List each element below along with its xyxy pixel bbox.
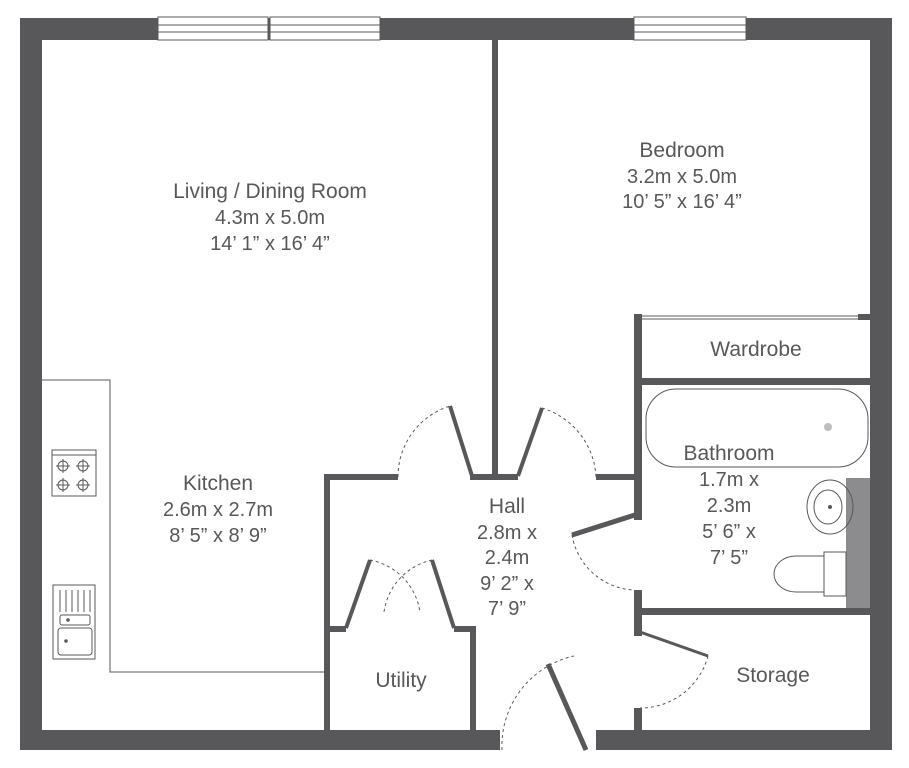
window-bedroom bbox=[633, 16, 747, 41]
kitchen-imperial: 8’ 5” x 8’ 9” bbox=[169, 525, 266, 547]
bedroom-name: Bedroom bbox=[639, 139, 724, 162]
window-living-right bbox=[269, 16, 381, 41]
bathroom-fittings bbox=[645, 388, 870, 608]
wall-top bbox=[20, 18, 892, 40]
hall-metric-1: 2.8m x bbox=[477, 522, 537, 544]
kitchen-counter bbox=[42, 379, 324, 673]
wardrobe-name: Wardrobe bbox=[710, 338, 801, 361]
door-utility-left-swing bbox=[369, 559, 421, 613]
toilet-icon bbox=[773, 551, 847, 597]
door-entrance bbox=[545, 662, 589, 752]
hall-metric-2: 2.4m bbox=[485, 547, 529, 569]
bathroom-imperial-2: 7’ 5” bbox=[710, 547, 748, 569]
wall-utility-hall bbox=[470, 626, 476, 730]
door-storage bbox=[639, 630, 709, 658]
hall-imperial-1: 9’ 2” x bbox=[480, 573, 534, 595]
wall-wardrobe-bath-left bbox=[634, 314, 642, 520]
wall-kitchen-utility bbox=[324, 474, 330, 730]
kitchen-metric: 2.6m x 2.7m bbox=[163, 499, 273, 521]
wall-right bbox=[870, 18, 892, 750]
doors bbox=[344, 405, 709, 752]
wall-living-bedroom bbox=[492, 40, 498, 480]
wall-bottom-right bbox=[596, 730, 892, 750]
door-utility-right bbox=[430, 559, 456, 629]
bathroom-metric-2: 2.3m bbox=[707, 495, 751, 517]
door-utility-left bbox=[344, 559, 372, 629]
wall-utility-top-right bbox=[454, 626, 476, 632]
wall-storage-left-lower bbox=[634, 708, 642, 730]
wall-bottom-left bbox=[20, 730, 500, 750]
door-storage-swing bbox=[639, 655, 709, 709]
door-living bbox=[448, 405, 474, 477]
living-room-metric: 4.3m x 5.0m bbox=[215, 207, 325, 229]
kitchen-name: Kitchen bbox=[183, 472, 253, 495]
wall-hall-bath-top bbox=[596, 474, 640, 480]
wall-hall-top-right bbox=[492, 474, 518, 480]
wall-wardrobe-cap bbox=[634, 314, 642, 320]
door-bedroom-swing bbox=[541, 407, 597, 478]
living-room-imperial: 14’ 1” x 16’ 4” bbox=[210, 233, 330, 255]
room-labels: Living / Dining Room 4.3m x 5.0m 14’ 1” … bbox=[163, 139, 810, 692]
door-bathroom bbox=[571, 511, 639, 538]
sink-icon bbox=[52, 584, 96, 660]
wall-bath-storage bbox=[634, 608, 870, 615]
bathroom-panel bbox=[846, 478, 870, 608]
wall-storage-left-upper bbox=[634, 608, 642, 636]
wall-utility-top-left bbox=[324, 626, 346, 632]
windows bbox=[157, 16, 747, 41]
door-living-swing bbox=[397, 405, 451, 478]
bath-tub-icon bbox=[645, 388, 869, 468]
wall-hall-top-left bbox=[470, 474, 498, 480]
door-utility-right-swing bbox=[383, 559, 433, 613]
bedroom-imperial: 10’ 5” x 16’ 4” bbox=[622, 191, 742, 213]
bath-drain-icon bbox=[824, 423, 832, 431]
window-living-left bbox=[157, 16, 269, 41]
living-room-name: Living / Dining Room bbox=[173, 180, 367, 203]
bathroom-imperial-1: 5’ 6” x bbox=[702, 521, 756, 543]
wall-bath-left-lower bbox=[634, 590, 642, 614]
wall-left bbox=[20, 18, 42, 750]
bathroom-metric-1: 1.7m x bbox=[699, 469, 759, 491]
door-bathroom-swing bbox=[571, 534, 635, 591]
wall-wardrobe-bath bbox=[634, 378, 870, 385]
interior-walls bbox=[324, 40, 870, 730]
hob-icon bbox=[51, 449, 97, 497]
basin-icon bbox=[806, 479, 854, 535]
bathroom-name: Bathroom bbox=[683, 442, 774, 465]
bedroom-metric: 3.2m x 5.0m bbox=[627, 166, 737, 188]
hall-imperial-2: 7’ 9” bbox=[488, 598, 526, 620]
door-bedroom bbox=[516, 407, 544, 477]
wall-wardrobe-cap-right bbox=[858, 314, 870, 320]
storage-name: Storage bbox=[736, 664, 810, 687]
utility-name: Utility bbox=[375, 669, 427, 692]
hall-name: Hall bbox=[489, 495, 525, 518]
kitchen-fittings bbox=[42, 379, 324, 673]
wall-kitchen-top bbox=[326, 474, 398, 480]
